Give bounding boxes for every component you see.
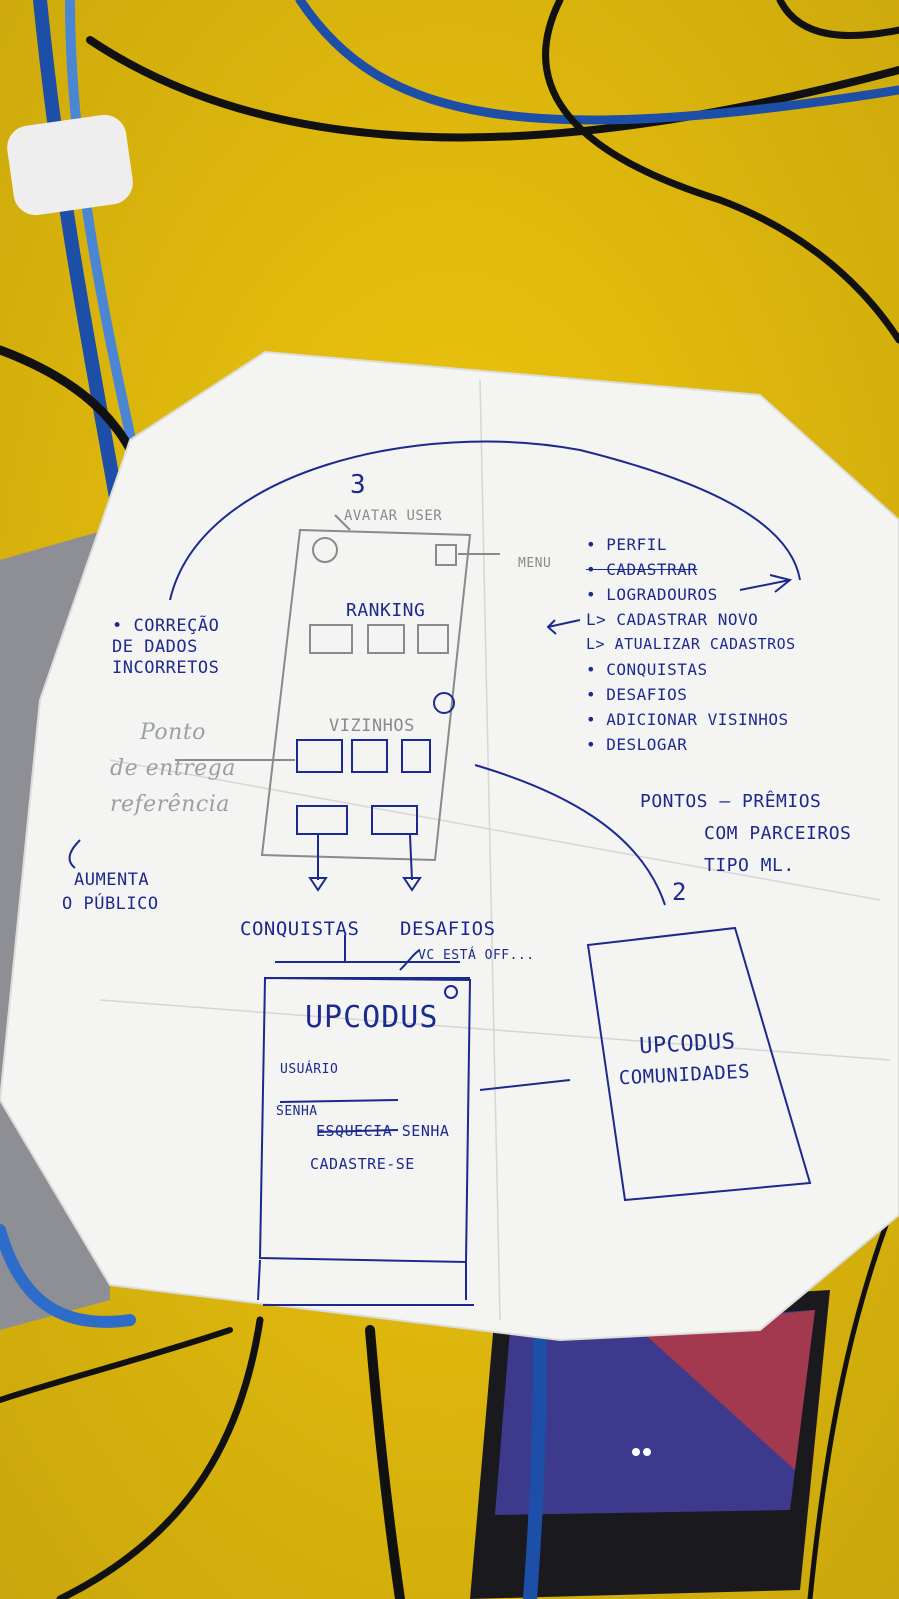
cable-clip [7, 114, 133, 216]
pencil-wireframe [175, 514, 500, 862]
note-line: INCORRETOS [112, 658, 220, 678]
ranking-label: RANKING [346, 600, 426, 621]
community-title: UPCODUS COMUNIDADES [617, 1027, 751, 1094]
desafios-label: DESAFIOS [400, 918, 496, 940]
rewards-note: PONTOS — PRÊMIOS COM PARCEIROS TIPO ML. [640, 786, 851, 882]
signup-label: CADASTRE-SE [310, 1155, 415, 1173]
menu-item-atualizar: L> ATUALIZAR CADASTROS [586, 635, 796, 653]
note-line: TIPO ML. [704, 855, 795, 876]
menu-item-logradouros: • LOGRADOUROS [586, 585, 718, 604]
menu-item-desafios: • DESAFIOS [586, 685, 688, 704]
step-3-badge: 3 [350, 470, 367, 500]
smartphone [470, 1290, 830, 1599]
avatar-user-label: AVATAR USER [344, 508, 443, 524]
paper-sheet [0, 350, 899, 1342]
ink-arcs [68, 440, 801, 1091]
pencil-note-line: de entrega [110, 756, 236, 781]
user-label: USUÁRIO [280, 1062, 339, 1077]
menu-label: MENU [518, 556, 552, 571]
note-line: PONTOS — PRÊMIOS [640, 791, 822, 812]
aumenta-note: AUMENTA O PÚBLICO [62, 868, 159, 916]
menu-item-deslogar: • DESLOGAR [586, 735, 688, 754]
note-line: AUMENTA [74, 870, 150, 890]
note-line: O PÚBLICO [62, 894, 159, 914]
offline-note: VC ESTÁ OFF... [418, 948, 535, 963]
community-screen-sketch [586, 926, 812, 1202]
note-line: COM PARCEIROS [704, 823, 852, 844]
step-2-badge: 2 [672, 878, 687, 906]
paper-creases [99, 379, 891, 1321]
menu-item-conquistas: • CONQUISTAS [586, 660, 708, 679]
ink-wireframe-boxes [296, 692, 458, 999]
pencil-note-line: referência [110, 792, 230, 817]
login-screen-sketch [257, 976, 474, 1306]
conquistas-label: CONQUISTAS [240, 918, 360, 940]
forgot-password-label: ESQUECIA SENHA [316, 1122, 450, 1140]
vizinhos-label: VIZINHOS [329, 716, 415, 736]
correcao-note: • CORREÇÃO DE DADOS INCORRETOS [112, 616, 219, 679]
note-line: • CORREÇÃO [112, 616, 220, 636]
menu-item-perfil: • PERFIL [586, 535, 668, 554]
note-line: DE DADOS [112, 637, 198, 657]
menu-item-cadastrar-novo: L> CADASTRAR NOVO [586, 610, 759, 629]
pencil-notes: Ponto de entrega referência [110, 715, 236, 823]
menu-item-cadastrar: • CADASTRAR [586, 560, 698, 579]
login-title: UPCODUS [305, 1000, 439, 1035]
menu-item-adicionar-visinhos: • ADICIONAR VISINHOS [586, 710, 789, 729]
password-label: SENHA [276, 1104, 318, 1119]
menu-items-list: • PERFIL • CADASTRAR • LOGRADOUROS L> CA… [586, 532, 796, 757]
pencil-note-line: Ponto [140, 720, 206, 745]
